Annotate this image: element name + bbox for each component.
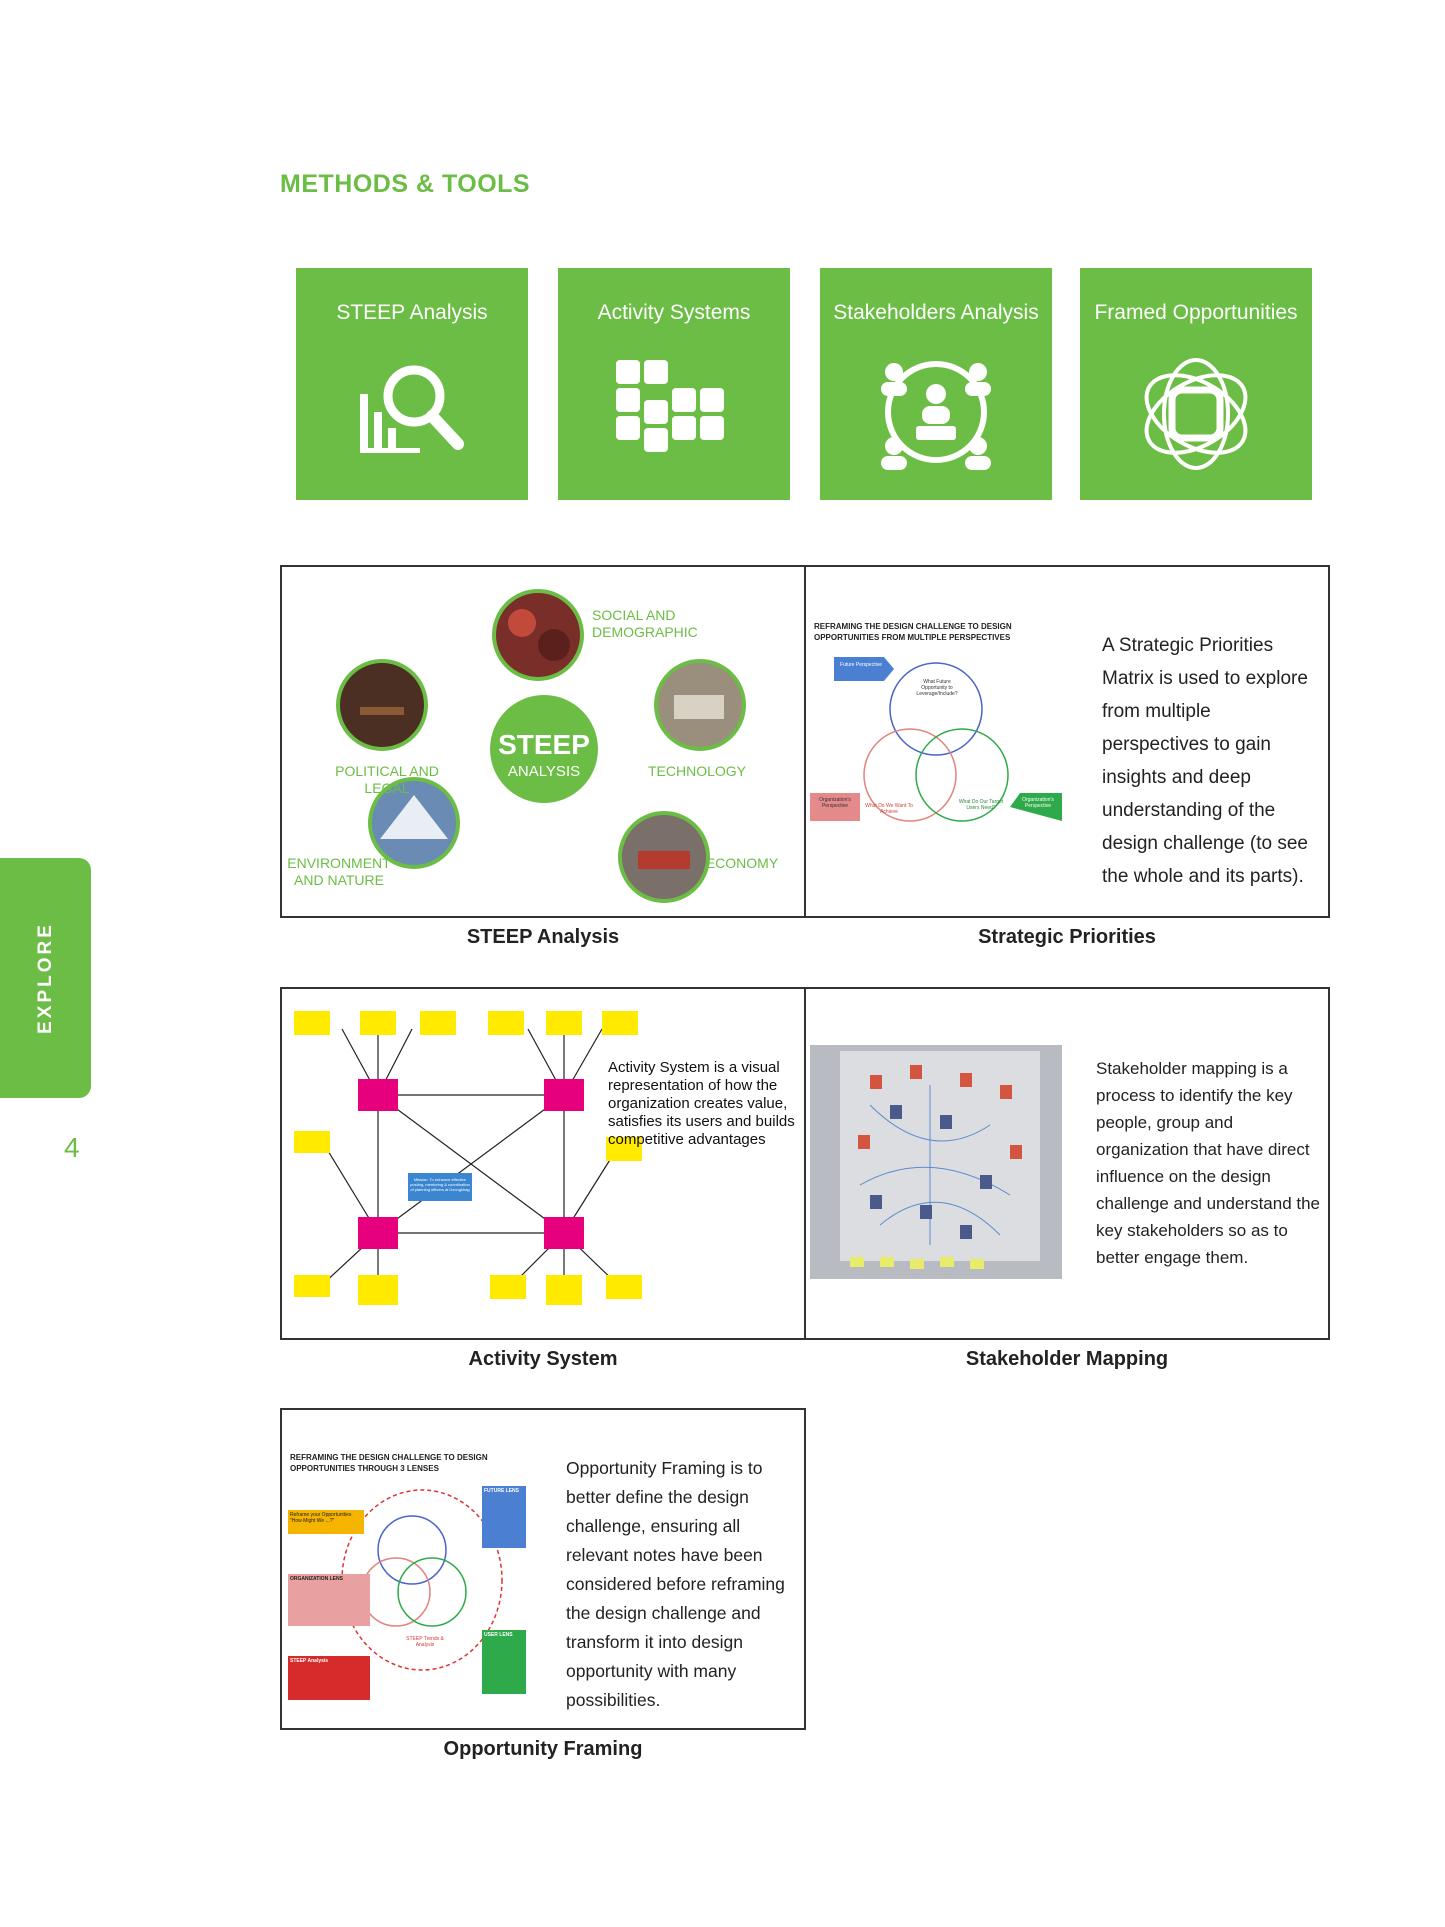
lenses-diagram [288,1486,526,1700]
opportunity-user-lens: USER LENS [484,1632,513,1638]
strategic-users: What Do Our Target Users Need? [958,799,1004,811]
side-tab-label: EXPLORE [34,922,56,1034]
strategic-what-future: What Future Opportunity to Leverage/Incl… [916,679,958,697]
caption-opportunity: Opportunity Framing [443,1738,643,1760]
caption-steep: STEEP Analysis [466,926,620,948]
activity-mission: Mission: To enhance effective posting, m… [410,1177,470,1192]
strategic-future: Future Perspective [840,662,882,668]
panel-stakeholder: Stakeholder mapping is a process to iden… [804,987,1330,1340]
tile-label: Activity Systems [597,301,751,324]
panel-strategic: REFRAMING THE DESIGN CHALLENGE TO DESIGN… [804,565,1330,918]
tile-label: STEEP Analysis [336,301,488,324]
strategic-org-right: Organization's Perspective [1022,797,1054,809]
tile-label: Stakeholders Analysis [833,301,1039,324]
caption-strategic: Strategic Priorities [978,926,1156,948]
strategic-want: What Do We Want To Achieve [865,803,913,815]
opportunity-reframe: Reframe your Opportunities "How Might We… [290,1512,352,1524]
strategic-diagram-title: REFRAMING THE DESIGN CHALLENGE TO DESIGN… [814,622,1012,642]
section-title: METHODS & TOOLS [280,170,531,198]
opportunity-steep-box: STEEP Analysis [290,1658,329,1664]
group-circle-icon [881,361,991,470]
magnifier-chart-icon [360,365,464,453]
tile-steep-analysis[interactable]: STEEP Analysis [296,268,528,500]
activity-diagram [294,1011,642,1305]
stakeholder-photo [810,1045,1062,1279]
opportunity-diagram-title: REFRAMING THE DESIGN CHALLENGE TO DESIGN… [290,1453,488,1473]
caption-stakeholder: Stakeholder Mapping [965,1348,1169,1370]
stakeholder-text: Stakeholder mapping is a process to iden… [1096,1059,1321,1267]
caption-activity: Activity System [468,1348,618,1370]
opportunity-org-lens: ORGANIZATION LENS [290,1576,343,1582]
steep-center-title: STEEP [498,729,590,760]
side-tab-explore[interactable]: EXPLORE [0,858,91,1098]
strategic-org-left: Organization's Perspective [819,797,851,809]
steep-label-technology: TECHNOLOGY [647,763,746,779]
steep-label-economy: ECONOMY [705,855,779,871]
panel-steep: STEEP ANALYSIS SOCIAL AND DEMOGRAPHIC TE… [280,565,806,918]
steep-label-political: POLITICAL AND LEGAL [335,763,439,796]
opportunity-steep-trends: STEEP Trends & Analysis [406,1636,444,1648]
steep-center-subtitle: ANALYSIS [507,763,581,780]
opportunity-future-lens: FUTURE LENS [484,1488,519,1494]
opportunity-text: Opportunity Framing is to better define … [566,1458,785,1710]
activity-text: Activity System is a visual representati… [608,1059,795,1148]
panel-activity: Mission: To enhance effective posting, m… [280,987,806,1340]
tile-label: Framed Opportunities [1094,301,1298,324]
venn-diagram [810,657,1062,822]
tile-activity-systems[interactable]: Activity Systems [558,268,790,500]
blocks-grid-icon [616,360,724,452]
woven-frame-icon [1144,358,1248,470]
steep-label-environment: ENVIRONMENT AND NATURE [287,855,391,888]
page-number: 4 [64,1132,80,1163]
steep-label-social: SOCIAL AND DEMOGRAPHIC [592,607,698,640]
tile-stakeholders-analysis[interactable]: Stakeholders Analysis [820,268,1052,500]
strategic-text: A Strategic Priorities Matrix is used to… [1102,635,1308,887]
tile-framed-opportunities[interactable]: Framed Opportunities [1080,268,1312,500]
panel-opportunity: REFRAMING THE DESIGN CHALLENGE TO DESIGN… [280,1408,806,1730]
steep-diagram [336,589,746,903]
